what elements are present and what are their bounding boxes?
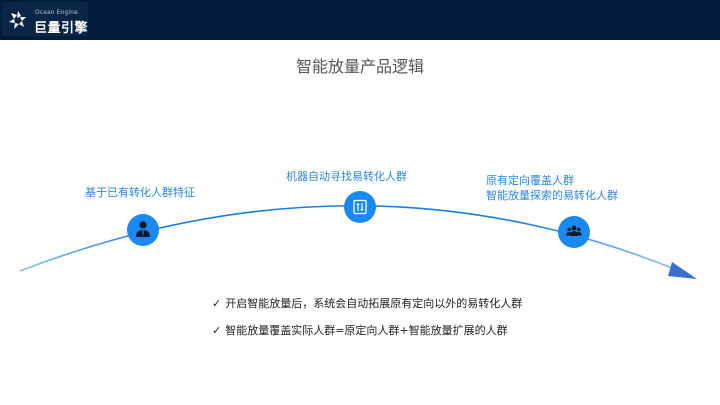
check-icon: ✓ <box>212 297 222 310</box>
stage-2-label: 机器自动寻找易转化人群 <box>286 170 407 183</box>
page-title: 智能放量产品逻辑 <box>295 57 424 76</box>
note-item: ✓开启智能放量后，系统会自动拓展原有定向以外的易转化人群 <box>212 297 522 311</box>
stage-1-node <box>127 214 159 246</box>
brand-name-en: Ocean Engine <box>35 9 78 16</box>
stage-3-label-line2: 智能放量探索的易转化人群 <box>486 189 618 202</box>
check-icon: ✓ <box>212 324 222 337</box>
note-item: ✓智能放量覆盖实际人群=原定向人群+智能放量扩展的人群 <box>212 324 522 338</box>
stage-1-label: 基于已有转化人群特征 <box>85 186 195 199</box>
sort-arrows-icon <box>353 199 367 215</box>
arrow-head-icon <box>668 262 697 279</box>
stage-3-label: 原有定向覆盖人群 智能放量探索的易转化人群 <box>486 173 618 203</box>
note-text: 开启智能放量后，系统会自动拓展原有定向以外的易转化人群 <box>225 297 523 310</box>
brand-logo: Ocean Engine 巨量引擎 <box>2 2 88 36</box>
stage-2-node <box>344 191 376 223</box>
user-tie-icon <box>136 221 150 237</box>
stage-3-node <box>558 216 590 248</box>
notes-list: ✓开启智能放量后，系统会自动拓展原有定向以外的易转化人群 ✓智能放量覆盖实际人群… <box>212 297 522 351</box>
stage-3-label-line1: 原有定向覆盖人群 <box>486 174 574 187</box>
group-icon <box>566 225 582 236</box>
note-text: 智能放量覆盖实际人群=原定向人群+智能放量扩展的人群 <box>225 324 508 337</box>
ocean-engine-logo-icon <box>9 11 26 29</box>
header-bar: Ocean Engine 巨量引擎 <box>0 0 720 40</box>
brand-name-cn: 巨量引擎 <box>34 21 89 36</box>
